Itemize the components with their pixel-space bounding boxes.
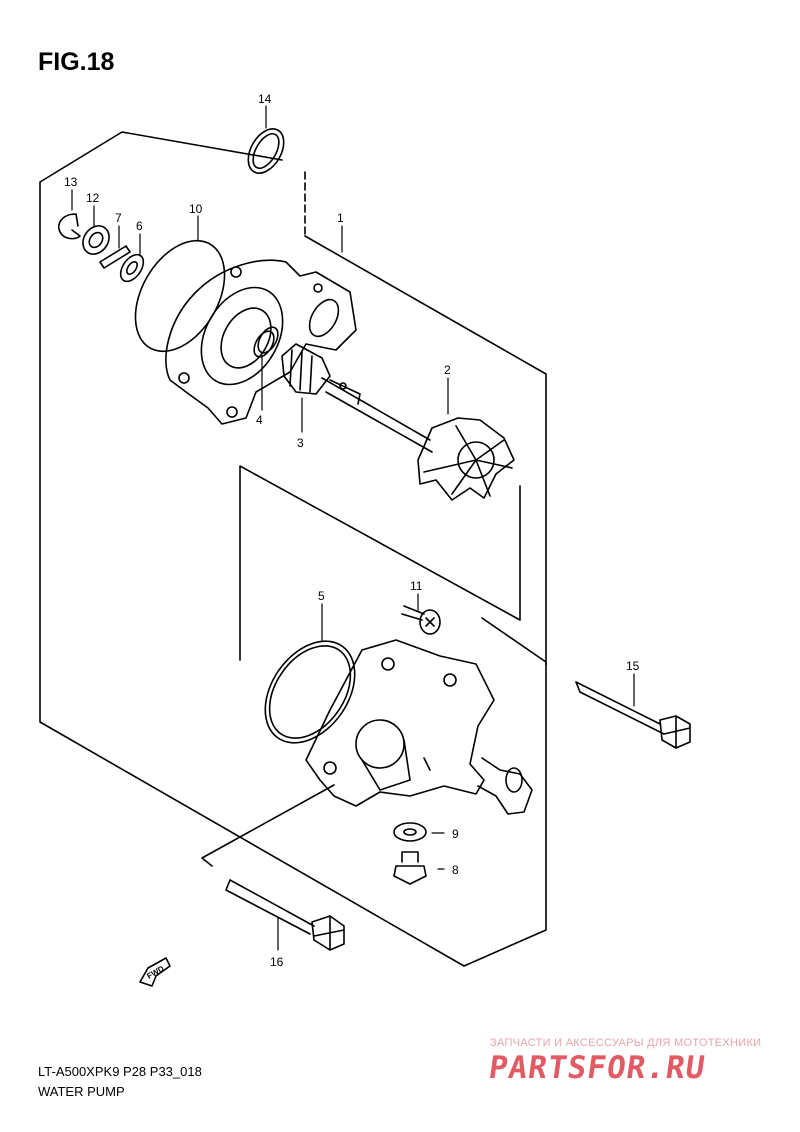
forward-arrow-icon: FWD xyxy=(139,957,171,987)
housing-sub-frame xyxy=(239,465,521,661)
bolt-part-15 xyxy=(575,681,691,749)
figure-title: FIG.18 xyxy=(38,48,115,76)
callout-12: 12 xyxy=(86,191,100,205)
callout-2: 2 xyxy=(444,363,451,377)
impeller-cover xyxy=(305,639,533,815)
callout-3: 3 xyxy=(297,436,304,450)
o-ring-part-14 xyxy=(247,128,285,174)
oil-seal-part-4 xyxy=(253,326,279,358)
seal-part-12 xyxy=(82,225,110,255)
o-ring-part-5 xyxy=(264,640,356,744)
callout-6: 6 xyxy=(136,219,143,233)
assembly-frame-top xyxy=(304,235,547,666)
screw-part-11 xyxy=(401,605,441,635)
drain-bolt-part-8 xyxy=(393,851,427,885)
callout-14: 14 xyxy=(258,92,272,106)
watermark-brand: PARTSFOR.RU xyxy=(486,1050,708,1086)
figure-name: WATER PUMP xyxy=(38,1084,125,1099)
callout-13: 13 xyxy=(64,175,78,189)
callout-5: 5 xyxy=(318,589,325,603)
callout-11: 11 xyxy=(410,579,423,593)
callout-9: 9 xyxy=(452,827,459,841)
mechanical-seal-part-3 xyxy=(281,343,331,395)
assembly-frame xyxy=(39,131,547,967)
circlip-part-13 xyxy=(58,213,81,240)
callout-15: 15 xyxy=(626,659,640,673)
callout-10: 10 xyxy=(189,202,203,216)
callout-8: 8 xyxy=(452,863,459,877)
housing-sub-frame-lower xyxy=(201,784,335,867)
callout-7: 7 xyxy=(115,211,122,225)
washer-part-9 xyxy=(393,822,427,842)
bolt-part-16 xyxy=(225,879,345,951)
figure-code: LT-A500XPK9 P28 P33_018 xyxy=(38,1064,202,1079)
callout-4: 4 xyxy=(256,413,263,427)
callout-1: 1 xyxy=(337,211,344,225)
gasket-part-10 xyxy=(134,239,226,353)
pin-part-7 xyxy=(99,245,131,269)
pump-case-part-1 xyxy=(165,259,357,425)
washer-part-6 xyxy=(119,253,145,283)
watermark-tagline: ЗАПЧАСТИ И АКСЕССУАРЫ ДЛЯ МОТОТЕХНИКИ xyxy=(490,1037,762,1049)
impeller-shaft-part-2 xyxy=(321,377,515,501)
callout-16: 16 xyxy=(270,955,284,969)
